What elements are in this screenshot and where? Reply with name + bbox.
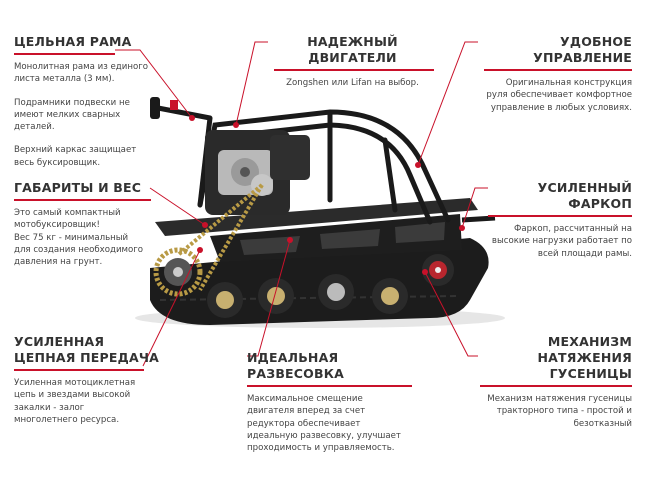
feature-frame-text-1: Монолитная рама из единого листа металла… [14, 62, 148, 85]
feature-frame-text-2: Подрамники подвески не имеют мелких свар… [14, 97, 130, 133]
frame [155, 198, 478, 262]
feature-engine-title: НАДЕЖНЫЙ ДВИГАТЕЛИ [307, 34, 398, 65]
feature-balance-title: ИДЕАЛЬНАЯ РАЗВЕСОВКА [247, 350, 345, 381]
feature-engine-text: Zongshen или Lifan на выбор. [286, 78, 419, 88]
callout-dots [189, 115, 465, 275]
feature-frame-text-3: Верхний каркас защищает весь буксировщик… [14, 145, 137, 168]
roll-cage [197, 109, 451, 225]
feature-control-underline [484, 69, 632, 71]
feature-chain-title: УСИЛЕННАЯ ЦЕПНАЯ ПЕРЕДАЧА [14, 334, 159, 365]
feature-chain-text: Усиленная мотоциклетная цепь и звездами … [14, 378, 136, 425]
feature-tension-underline [480, 385, 632, 387]
feature-engine: НАДЕЖНЫЙ ДВИГАТЕЛИ Zongshen или Lifan на… [270, 34, 435, 89]
feature-frame-title: ЦЕЛЬНАЯ РАМА [14, 34, 132, 49]
feature-tension-title: МЕХАНИЗМ НАТЯЖЕНИЯ ГУСЕНИЦЫ [537, 334, 632, 381]
feature-dimensions-underline [14, 199, 151, 201]
engine [205, 130, 310, 215]
chain-drive [153, 183, 264, 297]
feature-control-text: Оригинальная конструкция руля обеспечива… [486, 78, 632, 113]
feature-dimensions: ГАБАРИТЫ И ВЕС Это самый компактный мото… [14, 180, 164, 268]
feature-balance-underline [247, 385, 412, 387]
feature-frame-underline [14, 53, 115, 55]
feature-control: УДОБНОЕ УПРАВЛЕНИЕ Оригинальная конструк… [470, 34, 632, 114]
feature-hitch-text: Фаркоп, рассчитанный на высокие нагрузки… [491, 224, 632, 259]
tension-sprocket [422, 254, 454, 286]
feature-hitch-underline [488, 215, 632, 217]
feature-dimensions-title: ГАБАРИТЫ И ВЕС [14, 180, 142, 195]
feature-tension: МЕХАНИЗМ НАТЯЖЕНИЯ ГУСЕНИЦЫ Механизм нат… [470, 334, 632, 430]
feature-balance-text: Максимальное смещение двигателя вперед з… [247, 394, 401, 454]
feature-tension-text: Механизм натяжения гусеницы тракторного … [487, 394, 632, 429]
feature-balance: ИДЕАЛЬНАЯ РАЗВЕСОВКА Максимальное смещен… [247, 350, 432, 454]
feature-engine-underline [274, 69, 434, 71]
feature-hitch: УСИЛЕННЫЙ ФАРКОП Фаркоп, рассчитанный на… [478, 180, 632, 260]
callout-lines [115, 41, 488, 367]
feature-frame: ЦЕЛЬНАЯ РАМА Монолитная рама из единого … [14, 34, 164, 180]
bogie-wheels [207, 274, 408, 318]
feature-chain-underline [14, 369, 144, 371]
feature-hitch-title: УСИЛЕННЫЙ ФАРКОП [537, 180, 632, 211]
feature-chain: УСИЛЕННАЯ ЦЕПНАЯ ПЕРЕДАЧА Усиленная мото… [14, 334, 164, 426]
hitch [461, 215, 496, 223]
feature-dimensions-text: Это самый компактный мотобуксировщик! Ве… [14, 208, 144, 268]
feature-control-title: УДОБНОЕ УПРАВЛЕНИЕ [533, 34, 632, 65]
